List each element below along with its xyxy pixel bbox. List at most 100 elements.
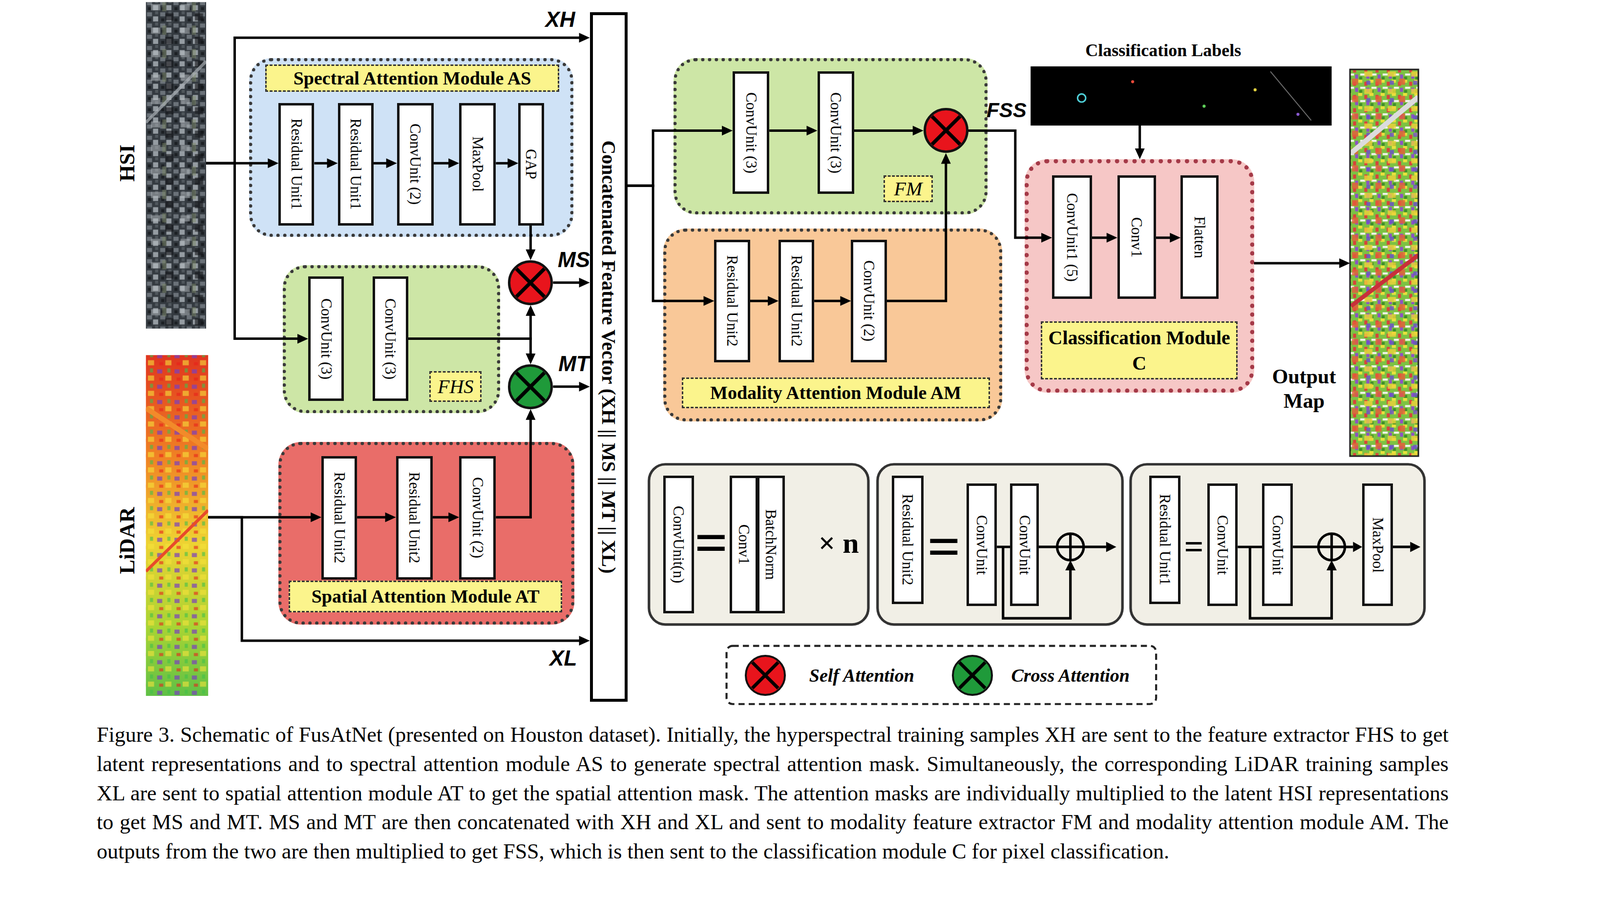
process-box: ConvUnit (3) [308, 276, 344, 401]
arrowhead [767, 295, 779, 306]
arrowhead [386, 158, 398, 169]
arrowhead [579, 635, 590, 646]
connector [495, 409, 536, 518]
arrowhead [840, 295, 851, 306]
connector-line [495, 162, 509, 165]
operator-symbol [510, 262, 551, 303]
connector [408, 338, 536, 365]
cross-stroke [752, 662, 779, 689]
attention-operator: MS [507, 260, 553, 306]
process-box: ConvUnit (3) [372, 276, 409, 401]
legend-label: Self Attention [809, 664, 915, 687]
cross-stroke [516, 268, 545, 297]
connector-line [1138, 125, 1141, 150]
connector-line [552, 281, 580, 284]
module-title: Spectral Attention Module AS [265, 64, 560, 92]
process-box: ConvUnit [1262, 483, 1293, 607]
module-title: Spatial Attention Module AT [288, 580, 563, 613]
arrowhead [297, 334, 309, 344]
connector-line [996, 545, 1011, 548]
connector [854, 125, 924, 136]
connector-line [814, 299, 842, 303]
box-label: Concatenated Feature Vector (XH || MS ||… [597, 140, 620, 574]
process-box: Residual Unit1 [337, 103, 374, 226]
box-label: ConvUnit (3) [317, 298, 336, 380]
arrowhead [1169, 232, 1181, 243]
attention-module: Spatial Attention Module AT Residual Unit… [278, 442, 575, 625]
lidar-image [146, 355, 209, 696]
edge-label: XH [545, 7, 575, 31]
connector-line [1156, 236, 1171, 239]
image-panel: Classification Labels [1030, 66, 1332, 126]
arrowhead [385, 512, 397, 523]
box-label: ConvUnit (3) [381, 298, 400, 380]
operator-symbol [510, 366, 551, 407]
box-label: ConvUnit [1213, 515, 1232, 575]
edge-label: XL [549, 646, 577, 670]
operator-symbol [926, 110, 967, 151]
connector [1156, 232, 1181, 243]
connector-line [769, 129, 808, 132]
symbol-label: = [694, 513, 728, 573]
image-panel: Output Map [1349, 69, 1419, 457]
process-box: ConvUnit(n) [663, 475, 695, 614]
box-label: MaxPool [1368, 517, 1387, 573]
attention-module: Spectral Attention Module AS Residual Uni… [249, 58, 574, 237]
box-label: ConvUnit [972, 515, 991, 575]
cross-stroke [516, 372, 545, 401]
process-box: ConvUnit (2) [397, 103, 434, 226]
connector-line [408, 338, 531, 355]
operator-symbol [746, 656, 784, 695]
box-label: ConvUnit [1015, 515, 1034, 575]
cross-stroke [516, 372, 545, 401]
arrowhead [1135, 148, 1145, 160]
connector [627, 185, 715, 306]
connector [1135, 125, 1145, 160]
box-label: GAP [522, 148, 541, 180]
process-box: ConvUnit [1207, 483, 1239, 607]
connector [314, 158, 338, 169]
arrowhead [525, 305, 536, 316]
connector [1254, 258, 1350, 269]
process-box: Residual Unit2 [321, 456, 358, 580]
definition-panel [649, 464, 1425, 625]
box-label: Residual Unit2 [330, 472, 349, 564]
connector-line [408, 315, 531, 339]
connector [1092, 232, 1118, 243]
box-label: ConvUnit (3) [742, 91, 760, 173]
process-box: Conv1 [1117, 175, 1157, 299]
cross-stroke [931, 116, 960, 145]
feature-extractor: FHSConvUnit (3)ConvUnit (3) [282, 265, 501, 414]
process-box: ConvUnit (2) [459, 456, 496, 580]
arrowhead [310, 512, 322, 523]
connector [357, 512, 396, 523]
image-panel: HSI [146, 1, 207, 329]
process-box: Residual Unit2 [778, 239, 815, 363]
connector [627, 125, 733, 186]
cross-stroke [931, 116, 960, 145]
operator-label: FSS [986, 98, 1027, 123]
process-box: Residual Unit1 [278, 103, 315, 226]
connector-line [627, 185, 705, 301]
box-label: Residual Unit1 [1156, 494, 1174, 586]
arrowhead [507, 158, 519, 169]
connector [968, 130, 1053, 243]
legend-swatch [951, 654, 993, 696]
box-label: Conv1 [735, 524, 753, 565]
process-box: ConvUnit (3) [732, 71, 770, 194]
cross-stroke [516, 268, 545, 297]
connector-line [1254, 262, 1341, 265]
cross-stroke [959, 662, 986, 689]
arrowhead [525, 249, 536, 261]
feature-vector-box: Concatenated Feature Vector (XH || MS ||… [589, 12, 628, 702]
arrowhead [721, 125, 733, 136]
arrowhead [703, 295, 715, 306]
box-label: Residual Unit1 [346, 118, 365, 211]
operator-symbol [953, 656, 991, 695]
connector-line [1237, 545, 1263, 548]
process-box: Flatten [1180, 175, 1219, 299]
connector [433, 158, 460, 169]
arrowhead [579, 381, 590, 392]
arrowhead [912, 125, 924, 136]
box-label: Residual Unit1 [287, 118, 306, 211]
